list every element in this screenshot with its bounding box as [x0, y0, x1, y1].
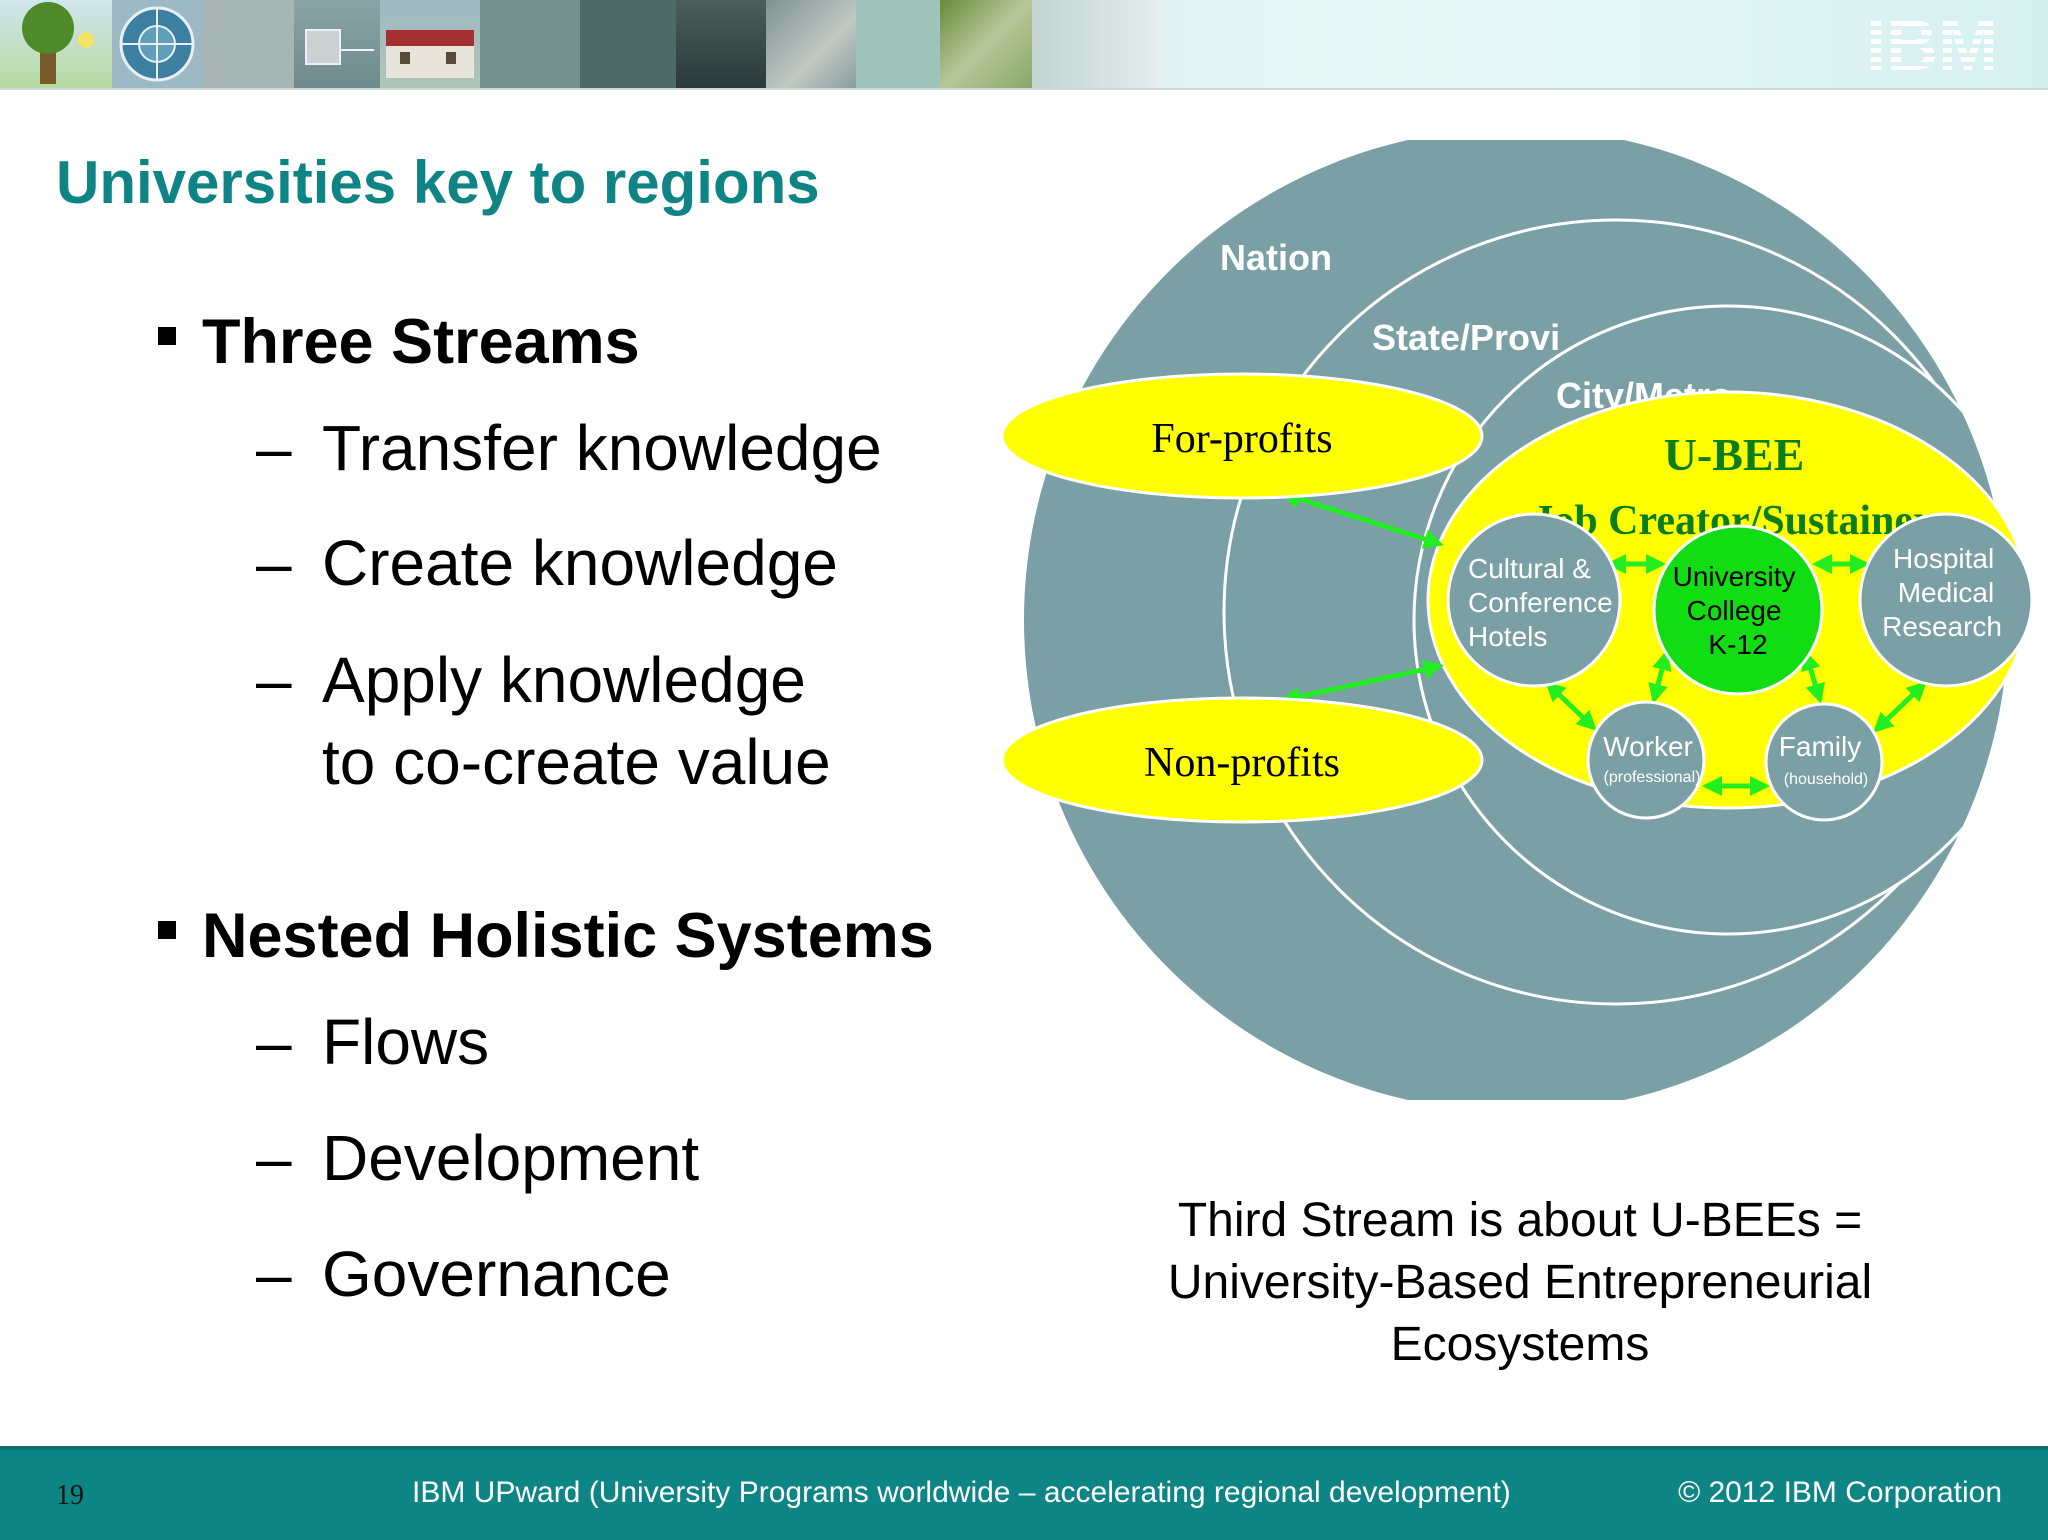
square-bullet-icon — [158, 327, 176, 346]
fade-thumbnail — [1032, 0, 1158, 88]
dash-icon: – — [256, 644, 292, 716]
cultural-line-1: Cultural & — [1468, 553, 1591, 584]
diagram-caption: Third Stream is about U-BEEs = Universit… — [1100, 1190, 1940, 1376]
tree-thumbnail — [0, 0, 112, 88]
green-thumbnail — [856, 0, 940, 88]
house-icon — [386, 30, 474, 78]
university-family-arrow — [1801, 650, 1825, 704]
university-node — [1652, 524, 1824, 696]
hospital-node-text: Hospital Medical Research — [1882, 543, 2002, 642]
teal-thumbnail — [480, 0, 580, 88]
square-bullet-icon — [158, 921, 176, 940]
cultural-worker-arrow — [1545, 681, 1597, 731]
house-thumbnail — [380, 0, 480, 88]
university-node-text: University College K-12 — [1673, 561, 1804, 660]
university-line-1: University — [1673, 561, 1796, 592]
cultural-node-text: Cultural & Conference Hotels — [1468, 553, 1621, 652]
ubee-title: U-BEE — [1664, 429, 1805, 480]
building-thumbnail — [294, 0, 380, 88]
bullet-three-streams: Three Streams — [158, 306, 640, 378]
family-node — [1764, 702, 1884, 822]
university-line-2: College — [1687, 595, 1782, 626]
cultural-line-2: Conference — [1468, 587, 1613, 618]
family-label: Family — [1779, 731, 1861, 762]
hospital-line-3: Research — [1882, 611, 2002, 642]
caption-line-2: University-Based Entrepreneurial — [1167, 1256, 1873, 1309]
city-thumbnail — [676, 0, 766, 88]
dash-icon: – — [256, 1006, 292, 1078]
slide-title: Universities key to regions — [56, 149, 820, 216]
hospital-line-1: Hospital — [1893, 543, 1994, 574]
for-profits-label: For-profits — [1151, 416, 1332, 462]
nation-label: Nation — [1220, 237, 1332, 278]
dash-icon: – — [256, 1122, 292, 1194]
university-line-3: K-12 — [1708, 629, 1767, 660]
cultural-node — [1446, 512, 1622, 688]
page-number: 19 — [56, 1480, 84, 1511]
ibm-logo: IBM — [1866, 12, 1998, 76]
sub-item-development: – Development — [256, 1118, 700, 1198]
worker-label: Worker — [1603, 731, 1693, 762]
for-profits-ellipse — [1000, 372, 1484, 500]
building-icon — [305, 29, 374, 65]
non-profits-ellipse — [1000, 696, 1484, 824]
ubee-nested-diagram: Nation State/Provi City/Metro U-BEE Job … — [1000, 140, 2034, 1100]
sub-item-governance: – Governance — [256, 1234, 671, 1314]
family-sublabel: (household) — [1784, 771, 1869, 788]
hospital-family-arrow — [1873, 681, 1927, 733]
sub-item-label: to co-create value — [322, 726, 831, 798]
cultural-line-3: Hotels — [1468, 621, 1547, 652]
sub-item-label: Create knowledge — [322, 527, 838, 599]
footer-bar: 19 IBM UPward (University Programs world… — [0, 1446, 2048, 1540]
sub-item-label: Apply knowledge — [322, 644, 806, 716]
sub-item-label: Development — [322, 1122, 700, 1194]
worker-sublabel: (professional) — [1604, 769, 1701, 786]
grey-thumbnail — [202, 0, 294, 88]
sub-item-apply: – Apply knowledge — [256, 640, 806, 720]
dash-icon: – — [256, 527, 292, 599]
non-profits-label: Non-profits — [1144, 740, 1340, 786]
globe-thumbnail — [112, 0, 202, 88]
copyright-text: © 2012 IBM Corporation — [1678, 1476, 2002, 1509]
dash-icon: – — [256, 412, 292, 484]
footer-text: IBM UPward (University Programs worldwid… — [412, 1476, 1511, 1509]
ibm-logo-text: IBM — [1866, 12, 1998, 76]
sub-item-transfer: – Transfer knowledge — [256, 408, 882, 488]
caption-line-1: Third Stream is about U-BEEs = — [1177, 1194, 1863, 1247]
dash-icon: – — [256, 1238, 292, 1310]
university-worker-arrow — [1648, 650, 1672, 704]
sub-item-label: Governance — [322, 1238, 671, 1310]
sub-item-apply-continued: to co-create value — [322, 722, 831, 802]
bullet-heading: Three Streams — [202, 307, 640, 377]
tree-icon — [22, 2, 94, 84]
circuit-thumbnail — [940, 0, 1032, 88]
globe-icon — [119, 6, 195, 82]
bullet-nested-systems: Nested Holistic Systems — [158, 900, 934, 972]
state-label: State/Provi — [1372, 317, 1560, 358]
sub-item-label: Transfer knowledge — [322, 412, 882, 484]
top-banner: IBM — [0, 0, 2048, 90]
worker-node — [1586, 700, 1706, 820]
bullet-heading: Nested Holistic Systems — [202, 901, 934, 971]
dark-thumbnail — [580, 0, 676, 88]
forprofit-arrow — [1280, 489, 1444, 549]
sub-item-flows: – Flows — [256, 1002, 490, 1082]
sub-item-label: Flows — [322, 1006, 490, 1078]
hospital-line-2: Medical — [1898, 577, 1994, 608]
caption-line-3: Ecosystems — [1390, 1318, 1650, 1371]
nonprofit-arrow — [1280, 659, 1444, 707]
sub-item-create: – Create knowledge — [256, 523, 838, 603]
map-thumbnail — [766, 0, 856, 88]
hospital-node — [1858, 512, 2034, 688]
